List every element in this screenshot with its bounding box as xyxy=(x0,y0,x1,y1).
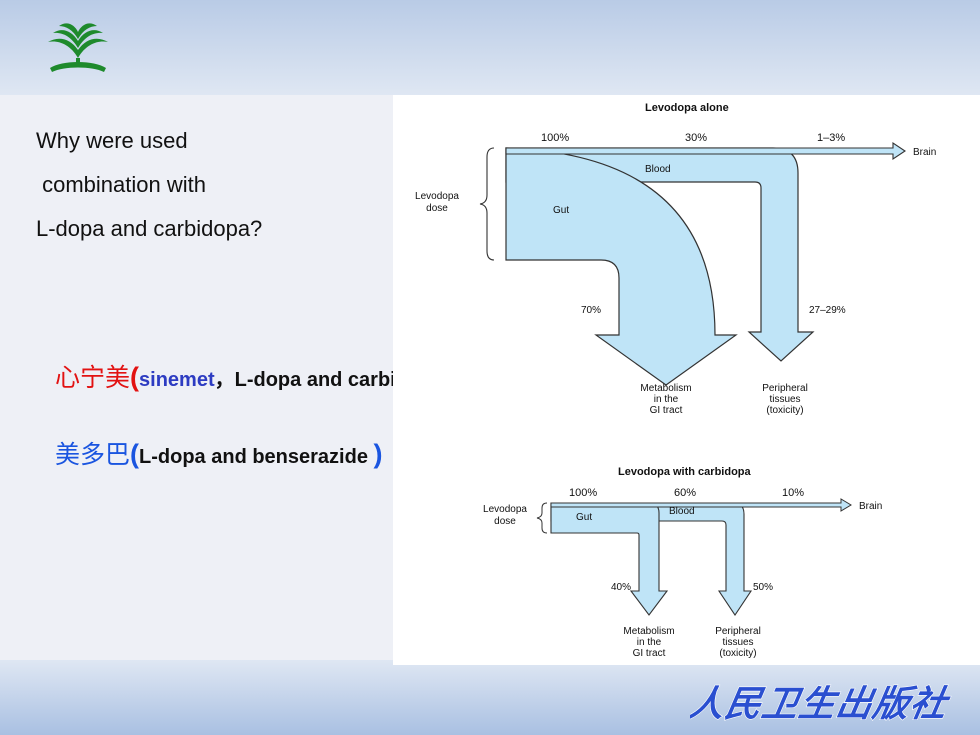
bottom-pct-blood: 60% xyxy=(674,487,696,499)
header-band xyxy=(0,0,980,95)
bottom-dose-l2: dose xyxy=(494,516,516,527)
bottom-pct-periph: 50% xyxy=(753,582,773,593)
question-line-3: L-dopa and carbidopa? xyxy=(36,216,263,241)
top-metab-l1: Metabolism xyxy=(640,383,691,394)
top-brain-arrow xyxy=(505,141,906,161)
bottom-metab-l1: Metabolism xyxy=(623,626,674,637)
bottom-title: Levodopa with carbidopa xyxy=(618,466,752,478)
top-periph-l2: tissues xyxy=(769,394,800,405)
drug-composition: L-dopa and benserazide xyxy=(139,446,374,468)
top-dose-l2: dose xyxy=(426,203,448,214)
bottom-brain-arrow xyxy=(550,498,852,512)
bottom-blood-label: Blood xyxy=(669,506,695,517)
levodopa-flow-diagram: Levodopa alone 100% 30% 1–3% Levodopa do… xyxy=(415,102,936,659)
drug-sinemet: 心宁美(sinemet，L-dopa and carbidopa) xyxy=(55,358,453,394)
top-brain-label: Brain xyxy=(913,147,936,158)
bottom-periph-l3: (toxicity) xyxy=(719,648,756,659)
bottom-gut-flow xyxy=(550,502,669,616)
bottom-brain-label: Brain xyxy=(859,501,882,512)
diagram-panel: Levodopa alone 100% 30% 1–3% Levodopa do… xyxy=(393,95,980,665)
top-pct-in: 100% xyxy=(541,132,569,144)
top-metab-l2: in the xyxy=(654,394,679,405)
top-dose-brace xyxy=(479,147,495,261)
bottom-pct-in: 100% xyxy=(569,487,597,499)
top-title: Levodopa alone xyxy=(645,102,729,114)
top-blood-label: Blood xyxy=(645,164,671,175)
bottom-periph-l1: Peripheral xyxy=(715,626,761,637)
bottom-pct-metab: 40% xyxy=(611,582,631,593)
drug-composition: L-dopa and carbidopa xyxy=(234,369,444,391)
top-pct-blood: 30% xyxy=(685,132,707,144)
top-pct-metab: 70% xyxy=(581,305,601,316)
bottom-metab-l3: GI tract xyxy=(633,648,666,659)
bottom-dose-l1: Levodopa xyxy=(483,504,527,515)
bottom-metab-l2: in the xyxy=(637,637,662,648)
close-paren: ) xyxy=(373,439,383,469)
top-gut-flow xyxy=(505,147,738,386)
separator: ， xyxy=(214,369,235,391)
top-dose-l1: Levodopa xyxy=(415,191,459,202)
top-gut-label: Gut xyxy=(553,205,569,216)
drug-madopar: 美多巴(L-dopa and benserazide ) xyxy=(55,435,383,471)
open-paren: ( xyxy=(130,439,140,469)
bottom-pct-brain: 10% xyxy=(782,487,804,499)
top-pct-periph: 27–29% xyxy=(809,305,846,316)
drug-en-name: sinemet xyxy=(139,369,215,391)
question-line-1: Why were used xyxy=(36,128,188,153)
open-paren: ( xyxy=(130,362,140,392)
publisher-text: 人民卫生出版社 xyxy=(690,682,954,725)
question-line-2: combination with xyxy=(36,172,206,197)
bottom-gut-label: Gut xyxy=(576,512,592,523)
drug-cn-name: 心宁美 xyxy=(55,363,131,392)
publisher-logo: 人民卫生出版社 xyxy=(690,682,954,726)
bottom-dose-brace xyxy=(536,502,548,534)
leaf-sprout-icon xyxy=(48,23,108,72)
top-periph-l3: (toxicity) xyxy=(766,405,803,416)
top-periph-l1: Peripheral xyxy=(762,383,808,394)
top-metab-l3: GI tract xyxy=(650,405,683,416)
bottom-periph-l2: tissues xyxy=(722,637,753,648)
drug-cn-name: 美多巴 xyxy=(55,440,131,469)
top-pct-brain: 1–3% xyxy=(817,132,845,144)
footer-band xyxy=(0,660,980,735)
